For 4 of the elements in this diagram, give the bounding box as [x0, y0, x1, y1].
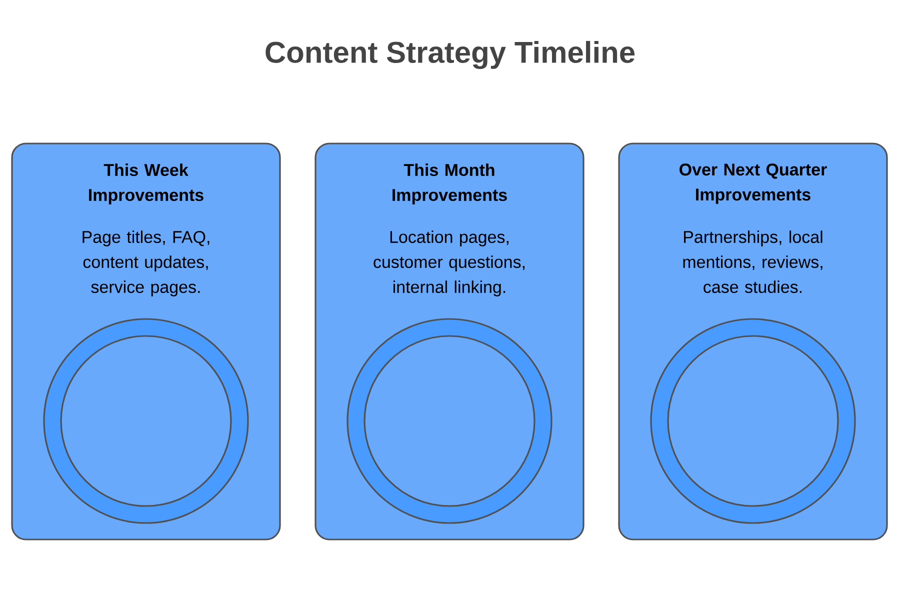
ring [650, 318, 856, 524]
title: Content Strategy Timeline [266, 40, 635, 70]
ring [43, 318, 249, 524]
ring [346, 318, 552, 524]
